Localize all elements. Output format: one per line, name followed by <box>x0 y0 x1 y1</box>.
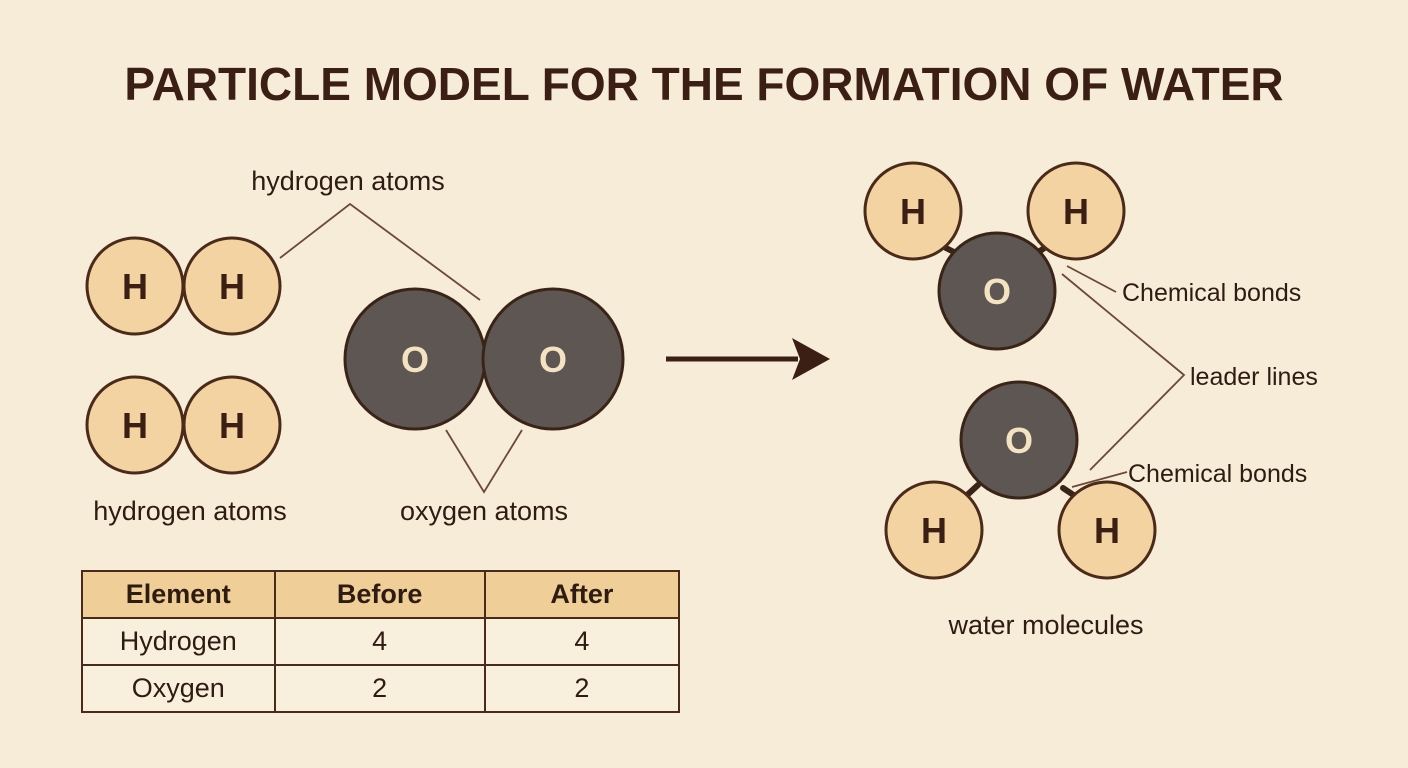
oxygen-atom <box>959 380 1079 500</box>
hydrogen-atom <box>863 161 963 261</box>
cell-before: 2 <box>273 664 486 713</box>
oxygen-symbol: O <box>983 271 1011 312</box>
hydrogen-atom <box>884 480 984 580</box>
leader-line-bond-top <box>1066 265 1117 293</box>
hydrogen-molecule-1: H H <box>85 236 282 336</box>
table-row: Hydrogen 4 4 <box>81 617 681 666</box>
label-hydrogen-atoms-bottom: hydrogen atoms <box>93 496 287 526</box>
hydrogen-symbol: H <box>122 405 148 446</box>
hydrogen-symbol: H <box>122 266 148 307</box>
oxygen-atom <box>937 231 1057 351</box>
label-hydrogen-atoms-top: hydrogen atoms <box>251 166 445 196</box>
hydrogen-atom <box>1057 480 1157 580</box>
label-chemical-bonds-bottom: Chemical bonds <box>1128 460 1307 488</box>
label-leader-lines: leader lines <box>1190 363 1318 391</box>
hydrogen-symbol: H <box>1063 191 1089 232</box>
atom-count-table: Element Before After Hydrogen 4 4 Oxygen… <box>81 570 681 713</box>
label-oxygen-atoms: oxygen atoms <box>400 496 568 526</box>
label-water-molecules: water molecules <box>947 610 1143 640</box>
hydrogen-atom <box>182 236 282 336</box>
hydrogen-atom <box>182 375 282 475</box>
water-molecule-2: O H H <box>884 380 1157 580</box>
cell-element: Hydrogen <box>81 617 276 666</box>
header-after: After <box>483 570 681 619</box>
leader-line-hydrogen <box>279 202 481 301</box>
oxygen-symbol: O <box>1005 420 1033 461</box>
oxygen-molecule: O O <box>343 287 625 431</box>
hydrogen-symbol: H <box>219 266 245 307</box>
label-chemical-bonds-top: Chemical bonds <box>1122 279 1301 307</box>
cell-after: 4 <box>483 617 681 666</box>
leader-line-bond-bottom <box>1071 471 1128 488</box>
reaction-arrow <box>666 338 830 380</box>
oxygen-symbol: O <box>539 339 567 380</box>
oxygen-symbol: O <box>401 339 429 380</box>
leader-line-oxygen <box>445 429 523 494</box>
header-element: Element <box>81 570 276 619</box>
header-before: Before <box>273 570 486 619</box>
table-row: Oxygen 2 2 <box>81 664 681 713</box>
hydrogen-atom <box>1026 161 1126 261</box>
hydrogen-symbol: H <box>921 510 947 551</box>
oxygen-atom <box>481 287 625 431</box>
cell-element: Oxygen <box>81 664 276 713</box>
hydrogen-symbol: H <box>1094 510 1120 551</box>
hydrogen-molecule-2: H H <box>85 375 282 475</box>
page-title: PARTICLE MODEL FOR THE FORMATION OF WATE… <box>124 58 1283 110</box>
cell-after: 2 <box>483 664 681 713</box>
arrow-head <box>792 338 830 380</box>
hydrogen-symbol: H <box>219 405 245 446</box>
hydrogen-symbol: H <box>900 191 926 232</box>
water-molecule-1: H H O <box>863 161 1126 351</box>
leader-line-connector <box>1061 273 1186 471</box>
table-header-row: Element Before After <box>81 570 681 619</box>
cell-before: 4 <box>273 617 486 666</box>
